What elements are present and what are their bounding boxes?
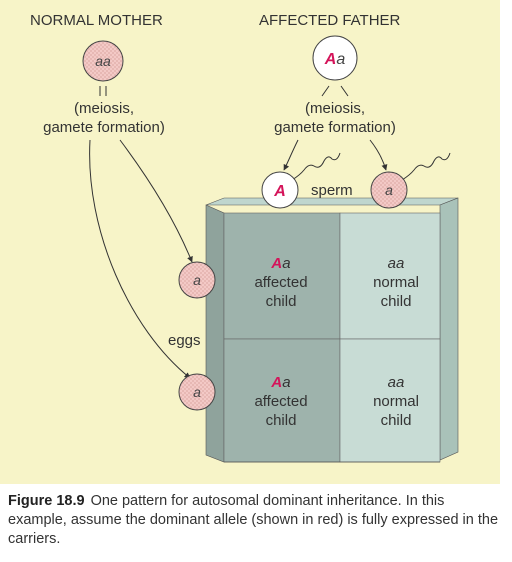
father-meiosis-line1: (meiosis, [305,100,365,117]
punnett-square [205,197,459,463]
caption-text: One pattern for autosomal dominant inher… [8,493,499,547]
cell-normal-bottom [339,338,441,463]
egg-bottom-allele: a [193,384,201,400]
affected-top-dominant: A [270,255,282,272]
sperm-dominant-allele: A [273,183,286,200]
egg-top: a [178,261,216,299]
mother-genotype: aa [82,40,124,82]
cell-affected-top [223,212,341,340]
sperm-dominant: A [261,152,341,209]
eggs-label: eggs [168,332,201,349]
mother-meiosis-line2: gamete formation) [43,119,165,136]
affected-bottom-line1: affected [254,393,307,410]
father-recessive-allele: a [336,51,345,68]
mother-meiosis-line1: (meiosis, [74,100,134,117]
normal-bottom-line1: normal [373,393,419,410]
father-meiosis-line2: gamete formation) [274,119,396,136]
mother-title: NORMAL MOTHER [30,12,163,29]
father-genotype: Aa [312,35,358,81]
normal-top-line2: child [381,293,412,310]
normal-top-genotype: aa [388,255,405,272]
affected-bottom-dominant: A [270,374,282,391]
affected-bottom-line2: child [266,412,297,429]
svg-text:Aa: Aa [270,374,290,391]
punnett-diagram: NORMAL MOTHER AFFECTED FATHER aa Aa (mei… [30,12,459,463]
cell-affected-bottom [223,338,341,463]
egg-bottom: a [178,373,216,411]
sperm-recessive-allele: a [385,182,393,198]
normal-top-line1: normal [373,274,419,291]
sperm-label: sperm [311,182,353,199]
normal-bottom-genotype: aa [388,374,405,391]
father-dominant-allele: A [324,51,337,68]
egg-top-allele: a [193,272,201,288]
sperm-recessive: a [370,152,451,209]
svg-text:Aa: Aa [270,255,290,272]
svg-text:Aa: Aa [324,51,346,68]
diagram-panel: NORMAL MOTHER AFFECTED FATHER aa Aa (mei… [0,0,500,484]
father-title: AFFECTED FATHER [259,12,401,29]
affected-top-recessive: a [282,255,290,272]
affected-top-line2: child [266,293,297,310]
caption-label: Figure 18.9 [8,493,85,509]
affected-top-line1: affected [254,274,307,291]
mother-genotype-label: aa [95,53,111,69]
affected-bottom-recessive: a [282,374,290,391]
normal-bottom-line2: child [381,412,412,429]
cell-normal-top [339,212,441,340]
